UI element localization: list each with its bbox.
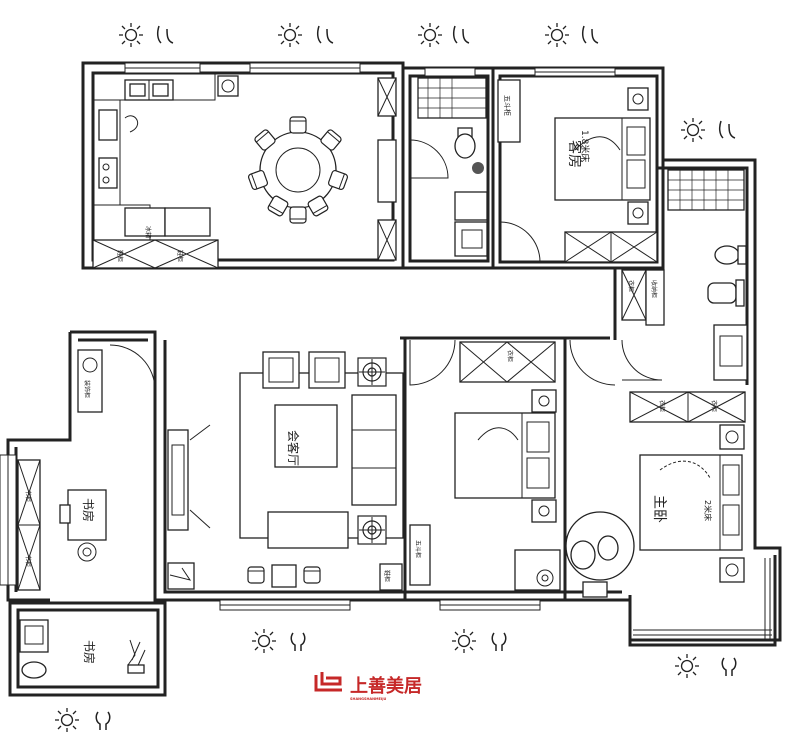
room-label-living: 会客厅 [286, 430, 301, 466]
study: 装饰柜 书柜 书柜 书房 [17, 344, 156, 603]
label-study-bookcase-b: 书柜 [24, 555, 32, 567]
sun-icon [674, 653, 700, 679]
wind-icon [95, 711, 111, 731]
bathroom-right [621, 169, 748, 381]
sun-icon [54, 707, 80, 733]
middle-bedroom: 衣柜 五斗柜 [409, 339, 561, 591]
label-corridor-a: 衣柜 [627, 280, 635, 292]
small-study: 书房 [19, 619, 146, 679]
room-label-master: 主卧 [651, 495, 667, 523]
dining-cabinets [377, 77, 397, 261]
label-fridge: 冰箱 [144, 226, 152, 238]
sun-icon [277, 22, 303, 48]
room-label-guest: 客房 [566, 140, 583, 168]
wind-icon [452, 25, 470, 44]
label-master-wardrobe-a: 衣柜 [658, 400, 666, 412]
label-master-bed: 2米床 [703, 500, 713, 521]
dining-table [247, 116, 349, 224]
sun-icon [544, 22, 570, 48]
label-living-shoe: 鞋柜 [383, 570, 391, 582]
label-mid-drawer: 五斗柜 [414, 540, 422, 558]
sun-icon [118, 22, 144, 48]
label-guest-drawer: 五斗柜 [503, 95, 512, 116]
wind-icon [491, 632, 507, 652]
brand-name: 上善美居 [350, 675, 422, 697]
sideboard: 鞋柜 鞋柜 [92, 239, 219, 269]
sun-icon [451, 628, 477, 654]
wind-icon [581, 25, 599, 44]
wind-icon [718, 120, 736, 139]
brand-logo: 上善美居 SHANGSHANMEIJU [312, 671, 422, 701]
sun-icon [680, 117, 706, 143]
wind-icon [156, 25, 174, 44]
bathroom-top [409, 77, 488, 257]
room-label-study2: 书房 [82, 640, 97, 664]
wind-icon [721, 657, 737, 677]
guest-room: 五斗柜 1.8米床 客房 [497, 79, 658, 263]
sun-icon [251, 628, 277, 654]
corridor-cabinets: 衣柜 收纳柜 [621, 269, 665, 326]
label-corridor-b: 收纳柜 [650, 280, 658, 298]
label-study-decor: 装饰柜 [83, 380, 91, 398]
walls [6, 61, 782, 697]
label-sideboard-a: 鞋柜 [116, 250, 124, 262]
label-master-wardrobe-b: 衣柜 [710, 400, 718, 412]
label-mid-wardrobe: 衣柜 [506, 350, 514, 362]
windows [0, 62, 616, 611]
label-sideboard-b: 鞋柜 [176, 250, 184, 262]
sun-icon [417, 22, 443, 48]
wind-icon [316, 25, 334, 44]
master-bedroom: 衣柜 衣柜 2米床 主卧 [565, 339, 746, 598]
label-guest-bed: 1.8米床 [579, 130, 591, 162]
wind-icon [290, 632, 306, 652]
label-study-bookcase-a: 书柜 [24, 490, 32, 502]
living-room: 鞋柜 会客厅 [167, 351, 404, 591]
brand-sub: SHANGSHANMEIJU [350, 697, 387, 701]
room-label-study: 书房 [81, 498, 96, 522]
kitchen: 冰箱 [93, 73, 239, 241]
